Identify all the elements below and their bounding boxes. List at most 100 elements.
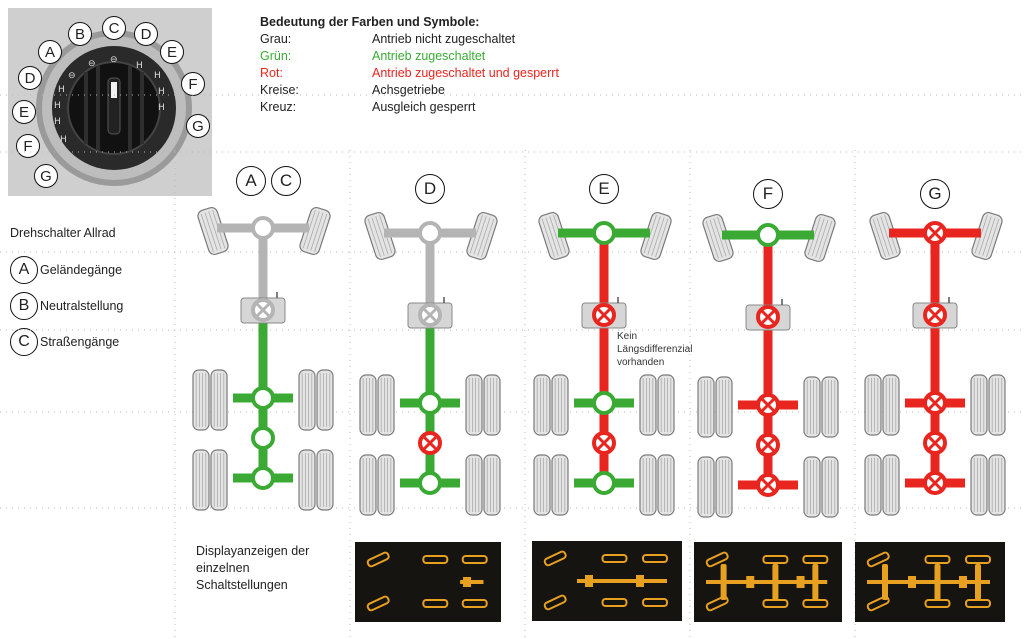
display-wheel bbox=[705, 551, 729, 568]
display-axle-lock bbox=[975, 564, 981, 600]
tire-tread bbox=[974, 215, 988, 254]
switch-letter: C bbox=[10, 328, 38, 356]
axle-diff bbox=[251, 466, 275, 490]
rear-tire bbox=[359, 454, 377, 516]
tire-tread bbox=[481, 218, 495, 257]
display-axle-lock bbox=[812, 564, 819, 600]
note-line: Längsdifferenzial bbox=[617, 344, 693, 355]
tire-body bbox=[551, 374, 569, 436]
tire-tread bbox=[651, 217, 665, 256]
inter-axle-diff-cross bbox=[760, 437, 776, 453]
rear-tire bbox=[864, 374, 882, 436]
center-diff-cross bbox=[927, 307, 943, 323]
tire-body bbox=[715, 456, 733, 518]
display-wheel bbox=[366, 595, 390, 612]
tire-body bbox=[359, 374, 377, 436]
display-panel-1 bbox=[532, 541, 682, 621]
display-diff bbox=[796, 576, 805, 588]
legend-value: Antrieb zugeschaltet bbox=[372, 49, 486, 63]
rear-tire bbox=[697, 456, 715, 518]
legend-key: Kreuz: bbox=[260, 100, 297, 114]
display-wheel bbox=[543, 594, 567, 611]
rear-tire bbox=[316, 369, 334, 431]
tire-body bbox=[533, 374, 551, 436]
config-letter-a: A bbox=[236, 166, 266, 196]
tire-tread bbox=[469, 215, 483, 254]
rear-tire bbox=[970, 454, 988, 516]
tire-tread bbox=[876, 217, 890, 256]
front-diff-cross bbox=[927, 225, 943, 241]
no-center-diff-note: Kein Längsdifferenzial vorhanden bbox=[617, 330, 692, 369]
tire-tread bbox=[477, 217, 491, 256]
tire-tread bbox=[302, 210, 316, 249]
tire-body bbox=[465, 374, 483, 436]
tire-body bbox=[316, 369, 334, 431]
axle-diff-cross bbox=[760, 397, 776, 413]
display-wheel bbox=[601, 554, 628, 563]
display-wheel bbox=[601, 598, 628, 607]
dial-letter-d: D bbox=[134, 22, 158, 46]
switch-label: Geländegänge bbox=[40, 263, 123, 277]
tire-tread bbox=[978, 216, 992, 255]
tire-body bbox=[988, 374, 1006, 436]
svg-text:H: H bbox=[158, 103, 165, 113]
color-legend: Bedeutung der Farben und Symbole: Grau: … bbox=[260, 14, 559, 116]
tire-body bbox=[803, 376, 821, 438]
config-letter-f: F bbox=[753, 179, 783, 209]
tire-tread bbox=[709, 219, 723, 258]
display-wheel bbox=[802, 555, 829, 564]
front-diff bbox=[592, 221, 616, 245]
display-wheel bbox=[965, 555, 991, 564]
tire-body bbox=[657, 454, 675, 516]
tire-tread bbox=[310, 212, 324, 251]
dial-letter-c: C bbox=[102, 16, 126, 40]
dial-letter-d-left: D bbox=[18, 66, 42, 90]
rear-tire bbox=[697, 376, 715, 438]
display-wheel bbox=[366, 551, 390, 568]
tire-tread bbox=[819, 220, 833, 259]
legend-value: Antrieb nicht zugeschaltet bbox=[372, 32, 516, 46]
tire-body bbox=[210, 449, 228, 511]
rear-tire bbox=[988, 454, 1006, 516]
tire-body bbox=[465, 454, 483, 516]
axle-diff bbox=[418, 471, 442, 495]
tire-body bbox=[657, 374, 675, 436]
dial-letter-a: A bbox=[38, 40, 62, 64]
display-diff bbox=[908, 576, 916, 588]
legend-row-circles: Kreise: Achsgetriebe bbox=[260, 82, 559, 99]
legend-row-cross: Kreuz: Ausgleich gesperrt bbox=[260, 99, 559, 116]
center-diff-cross bbox=[596, 307, 612, 323]
axle-diff-cross bbox=[927, 475, 943, 491]
rear-tire bbox=[882, 454, 900, 516]
display-wheel bbox=[461, 555, 488, 564]
rear-tire bbox=[316, 449, 334, 511]
inter-axle-diff-cross bbox=[927, 435, 943, 451]
rear-tire bbox=[657, 454, 675, 516]
display-wheel bbox=[866, 595, 890, 612]
switch-title: Drehschalter Allrad bbox=[10, 226, 116, 240]
switch-item-a: A Geländegänge bbox=[10, 256, 122, 284]
display-axle-lock bbox=[720, 564, 727, 600]
svg-text:⊖: ⊖ bbox=[68, 71, 76, 81]
svg-text:H: H bbox=[58, 85, 65, 95]
rear-tire bbox=[715, 456, 733, 518]
svg-text:H: H bbox=[154, 71, 161, 81]
config-letter-e: E bbox=[589, 174, 619, 204]
tire-body bbox=[864, 374, 882, 436]
svg-text:⊖: ⊖ bbox=[110, 55, 118, 65]
tire-tread bbox=[204, 212, 218, 251]
rear-tire bbox=[821, 456, 839, 518]
legend-row-green: Grün: Antrieb zugeschaltet bbox=[260, 48, 559, 65]
switch-letter: B bbox=[10, 292, 38, 320]
center-diff-cross bbox=[760, 309, 776, 325]
rear-tire bbox=[970, 374, 988, 436]
front-diff bbox=[251, 216, 275, 240]
display-wheel bbox=[422, 599, 449, 608]
dial-letter-f: F bbox=[181, 72, 205, 96]
tire-body bbox=[483, 374, 501, 436]
rear-tire bbox=[551, 454, 569, 516]
config-letter-g: G bbox=[920, 179, 950, 209]
config-letter-d: D bbox=[415, 174, 445, 204]
